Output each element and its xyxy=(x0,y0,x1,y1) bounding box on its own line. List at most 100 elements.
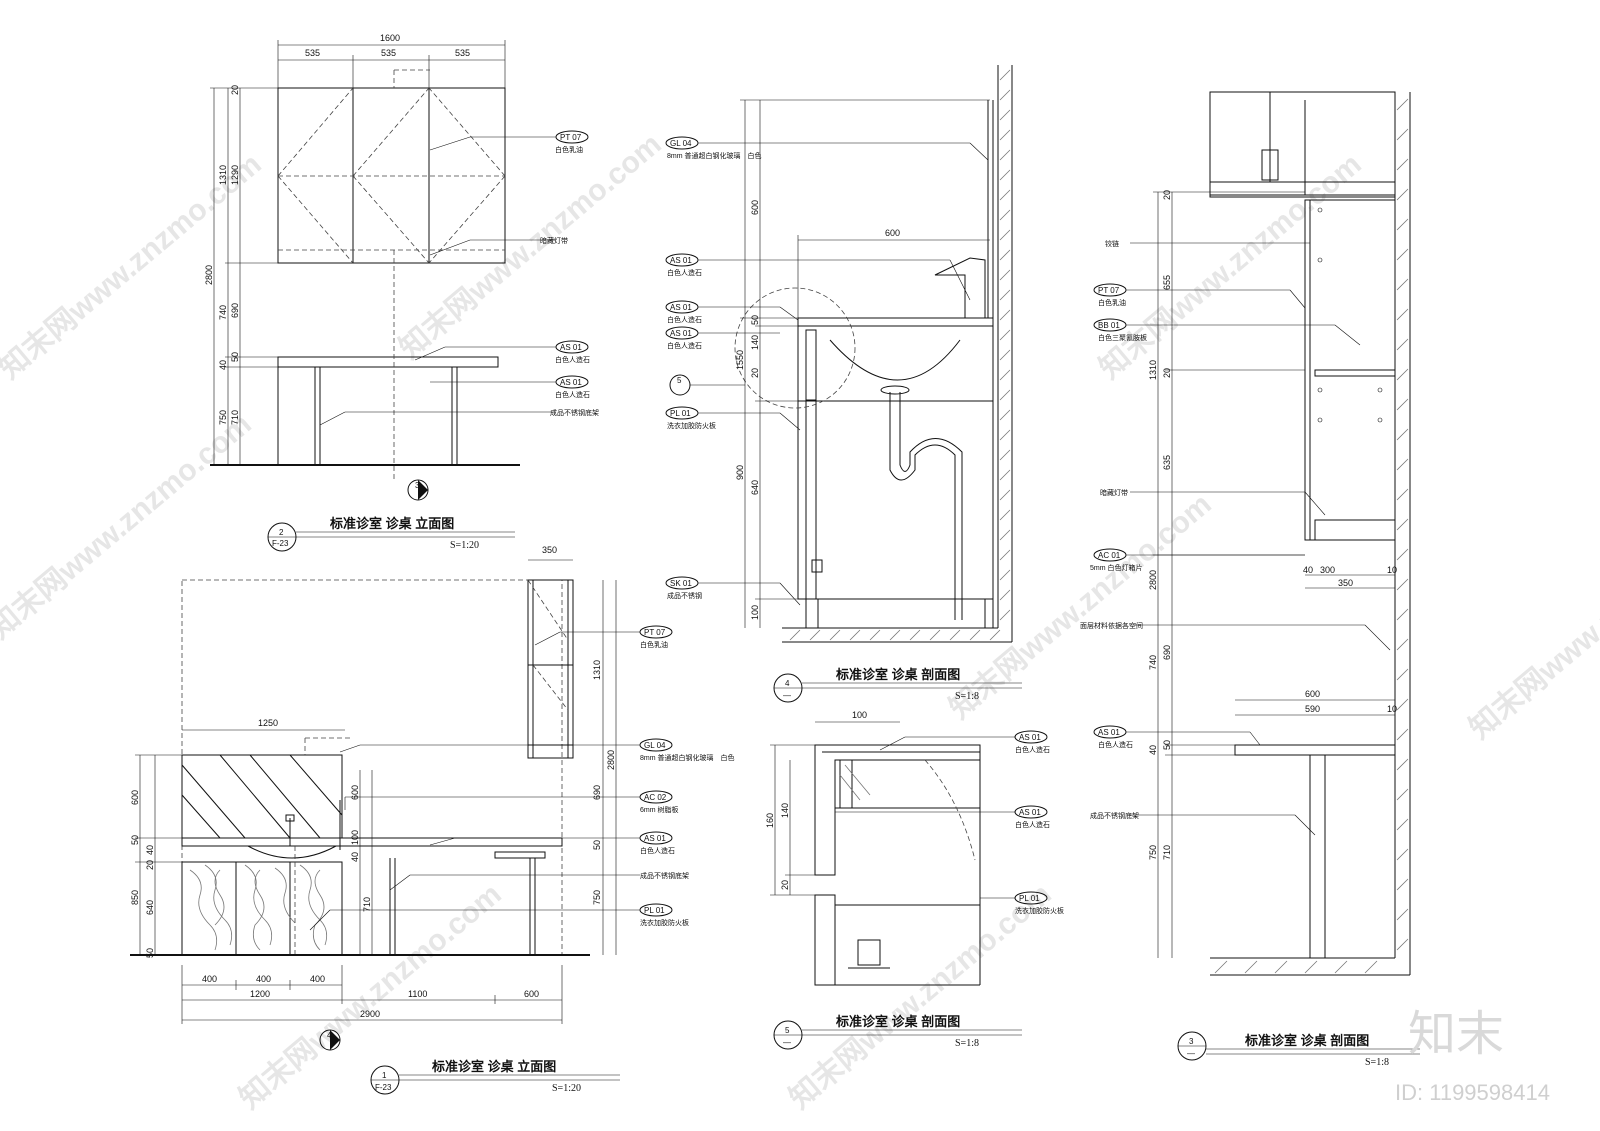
material-note: 面层材料依据各空间 xyxy=(1080,621,1143,630)
dim-text: 710 xyxy=(230,410,240,425)
drawing-number: 5 xyxy=(785,1026,790,1035)
dim-text: 400 xyxy=(202,974,217,984)
dim-text: 50 xyxy=(1162,740,1172,750)
material-tag: BB 01 xyxy=(1098,321,1120,330)
drawing-scale: S=1:8 xyxy=(955,1038,979,1049)
material-tag: AS 01 xyxy=(1019,808,1041,817)
material-note: 洗衣加胶防火板 xyxy=(667,421,716,430)
material-note: 成品不锈钢底架 xyxy=(550,408,599,417)
dim-text: 1600 xyxy=(380,33,400,43)
material-tag: AS 01 xyxy=(1098,728,1120,737)
drawing-number: 1 xyxy=(382,1071,387,1080)
material-tag: AC 02 xyxy=(644,793,667,802)
brand-logo-text: 知末 xyxy=(1408,1008,1504,1061)
drawing-number: 2 xyxy=(279,528,284,537)
dim-text: 600 xyxy=(1305,689,1320,699)
material-tag: SK 01 xyxy=(670,579,692,588)
dim-text: 100 xyxy=(350,830,360,845)
material-note: 白色人造石 xyxy=(667,315,702,324)
material-note: 成品不锈钢 xyxy=(667,591,702,600)
section-3: 40 300 10 350 600 590 10 20 655 1310 20 … xyxy=(1080,91,1420,1068)
material-note: 6mm 树脂板 xyxy=(640,805,679,814)
drawing-number: 3 xyxy=(1189,1037,1194,1046)
dim-text: 50 xyxy=(230,352,240,362)
drawing-ref: — xyxy=(1187,1049,1195,1058)
watermark-text: 知末网www.znzmo.com xyxy=(1463,508,1600,746)
watermark-text: 知末网www.znzmo.com xyxy=(1093,148,1367,386)
watermark-text: 知末网www.znzmo.com xyxy=(943,488,1217,726)
drawing-number: 4 xyxy=(785,679,790,688)
material-note: 白色人造石 xyxy=(555,390,590,399)
dim-text: 535 xyxy=(455,48,470,58)
material-tag: GL 04 xyxy=(670,139,692,148)
section-mark: 5 xyxy=(677,376,682,385)
drawing-scale: S=1:20 xyxy=(552,1083,581,1094)
dim-text: 10 xyxy=(1387,704,1397,714)
material-note: 暗藏灯带 xyxy=(540,236,568,245)
dim-text: 850 xyxy=(130,890,140,905)
material-note: 白色人造石 xyxy=(667,341,702,350)
material-note: 5mm 白色灯箱片 xyxy=(1090,563,1143,572)
dim-text: 40 xyxy=(350,852,360,862)
section-arrow-icon xyxy=(330,1030,340,1050)
material-note: 铰链 xyxy=(1105,239,1119,248)
material-tag: PT 07 xyxy=(1098,286,1120,295)
dim-text: 400 xyxy=(310,974,325,984)
dim-text: 100 xyxy=(852,710,867,720)
dim-text: 1290 xyxy=(230,165,240,185)
material-note: 洗衣加胶防火板 xyxy=(1015,906,1064,915)
dim-text: 20 xyxy=(780,880,790,890)
dim-text: 400 xyxy=(256,974,271,984)
dim-text: 20 xyxy=(145,860,155,870)
elevation-1: 350 1250 xyxy=(130,545,735,1095)
dim-text: 750 xyxy=(592,890,602,905)
dim-text: 1310 xyxy=(218,165,228,185)
dim-text: 350 xyxy=(542,545,557,555)
drawing-ref: — xyxy=(783,691,791,700)
dim-text: 600 xyxy=(885,228,900,238)
elevation-2: 1600 535 535 535 2800 xyxy=(204,33,599,552)
dim-text: 655 xyxy=(1162,275,1172,290)
material-tag: PL 01 xyxy=(1019,894,1040,903)
watermark-text: 知末网www.znzmo.com xyxy=(393,128,667,366)
dim-text: 20 xyxy=(1162,368,1172,378)
material-tag: AS 01 xyxy=(1019,733,1041,742)
material-note: 白色人造石 xyxy=(1015,745,1050,754)
dim-text: 1250 xyxy=(258,718,278,728)
dim-text: 600 xyxy=(130,790,140,805)
section-4: 600 600 1550 50 140 20 900 640 100 5 GL … xyxy=(665,65,1022,703)
drawing-ref: F-23 xyxy=(272,539,289,548)
material-note: 白色三聚氰胺板 xyxy=(1098,333,1147,342)
dim-text: 710 xyxy=(1162,845,1172,860)
section-mark: 3 xyxy=(415,481,420,490)
material-note: 成品不锈钢底架 xyxy=(640,871,689,880)
dim-text: 100 xyxy=(750,605,760,620)
material-note: 白色人造石 xyxy=(1098,740,1133,749)
dim-text: 2900 xyxy=(360,1009,380,1019)
dim-text: 20 xyxy=(1162,190,1172,200)
material-note: 白色乳油 xyxy=(640,640,668,649)
dim-text: 140 xyxy=(750,335,760,350)
dim-text: 50 xyxy=(750,315,760,325)
material-tag: AS 01 xyxy=(560,343,582,352)
dim-text: 600 xyxy=(524,989,539,999)
dim-text: 2800 xyxy=(1148,570,1158,590)
material-note: 白色人造石 xyxy=(667,268,702,277)
dim-text: 1310 xyxy=(1148,360,1158,380)
dim-text: 2800 xyxy=(606,750,616,770)
material-note: 白色人造石 xyxy=(640,846,675,855)
drawing-ref: F-23 xyxy=(375,1083,392,1092)
drawing-ref: — xyxy=(783,1038,791,1047)
dim-text: 40 xyxy=(145,845,155,855)
dim-text: 1200 xyxy=(250,989,270,999)
dim-text: 20 xyxy=(230,85,240,95)
dim-text: 750 xyxy=(1148,845,1158,860)
material-tag: AS 01 xyxy=(670,329,692,338)
drawing-scale: S=1:8 xyxy=(955,691,979,702)
section-arrow-icon xyxy=(418,480,428,500)
drawing-title: 标准诊室 诊桌 立面图 xyxy=(431,1059,556,1074)
dim-text: 600 xyxy=(750,200,760,215)
dim-text: 1550 xyxy=(735,350,745,370)
material-note: 白色人造石 xyxy=(555,355,590,364)
